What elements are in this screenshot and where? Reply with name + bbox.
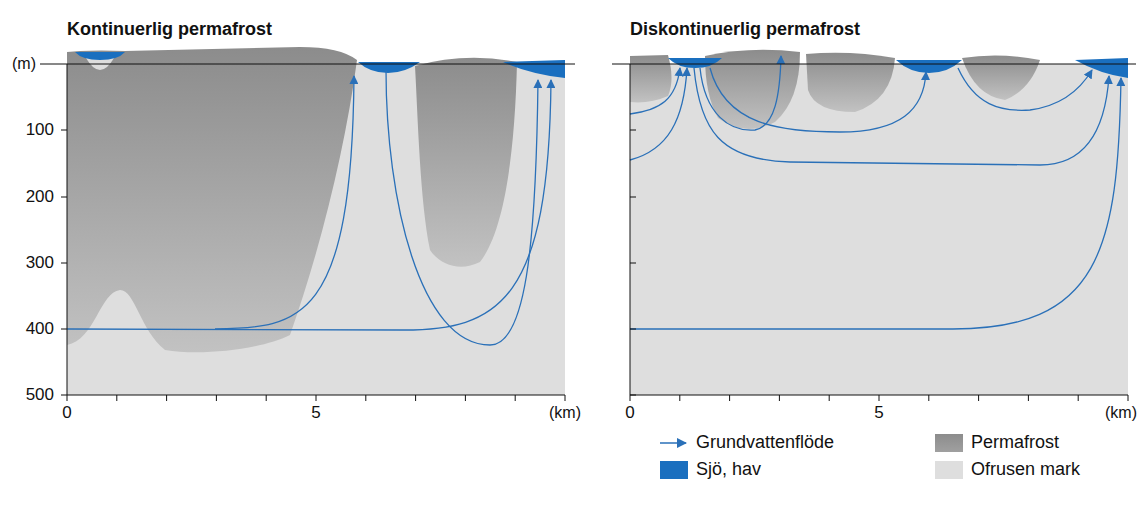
axis-label: (km) xyxy=(549,404,581,422)
legend-swatch xyxy=(935,434,963,452)
axis-label: (km) xyxy=(1105,404,1137,422)
permafrost-body xyxy=(630,55,672,102)
axis-label: 0 xyxy=(62,404,71,423)
legend-swatch xyxy=(660,461,688,479)
permafrost-body xyxy=(415,58,517,267)
axis-label: 200 xyxy=(26,188,54,207)
permafrost-body xyxy=(962,55,1040,100)
legend-swatch xyxy=(935,461,963,479)
axis-label: 5 xyxy=(311,404,320,423)
axis-label: 0 xyxy=(625,404,634,423)
lake xyxy=(75,52,125,60)
sea xyxy=(1075,58,1128,78)
groundwater-flow xyxy=(67,70,551,345)
axis-label: (m) xyxy=(12,55,36,73)
legend-text: Permafrost xyxy=(971,433,1059,453)
axis-label: 5 xyxy=(874,404,883,423)
permafrost-body xyxy=(806,53,895,112)
flow-line-sample xyxy=(660,442,686,444)
axis-label: 500 xyxy=(26,386,54,405)
discontinuous-section xyxy=(612,50,1136,395)
permafrost-body xyxy=(67,47,357,352)
groundwater-flow xyxy=(630,56,1121,329)
lake xyxy=(668,58,722,68)
axis-label: 100 xyxy=(26,121,54,140)
lake xyxy=(896,60,962,73)
legend-text: Sjö, hav xyxy=(696,460,761,480)
panel-title: Kontinuerlig permafrost xyxy=(67,20,272,40)
legend-text: Ofrusen mark xyxy=(971,460,1080,480)
axis-label: 300 xyxy=(26,254,54,273)
axis-ticks xyxy=(61,130,1128,401)
axis-label: 400 xyxy=(26,320,54,339)
sea xyxy=(503,60,565,78)
panel-title: Diskontinuerlig permafrost xyxy=(630,20,860,40)
continuous-section xyxy=(40,47,575,395)
legend-samples xyxy=(660,443,686,444)
legend-text: Grundvattenflöde xyxy=(696,433,834,453)
